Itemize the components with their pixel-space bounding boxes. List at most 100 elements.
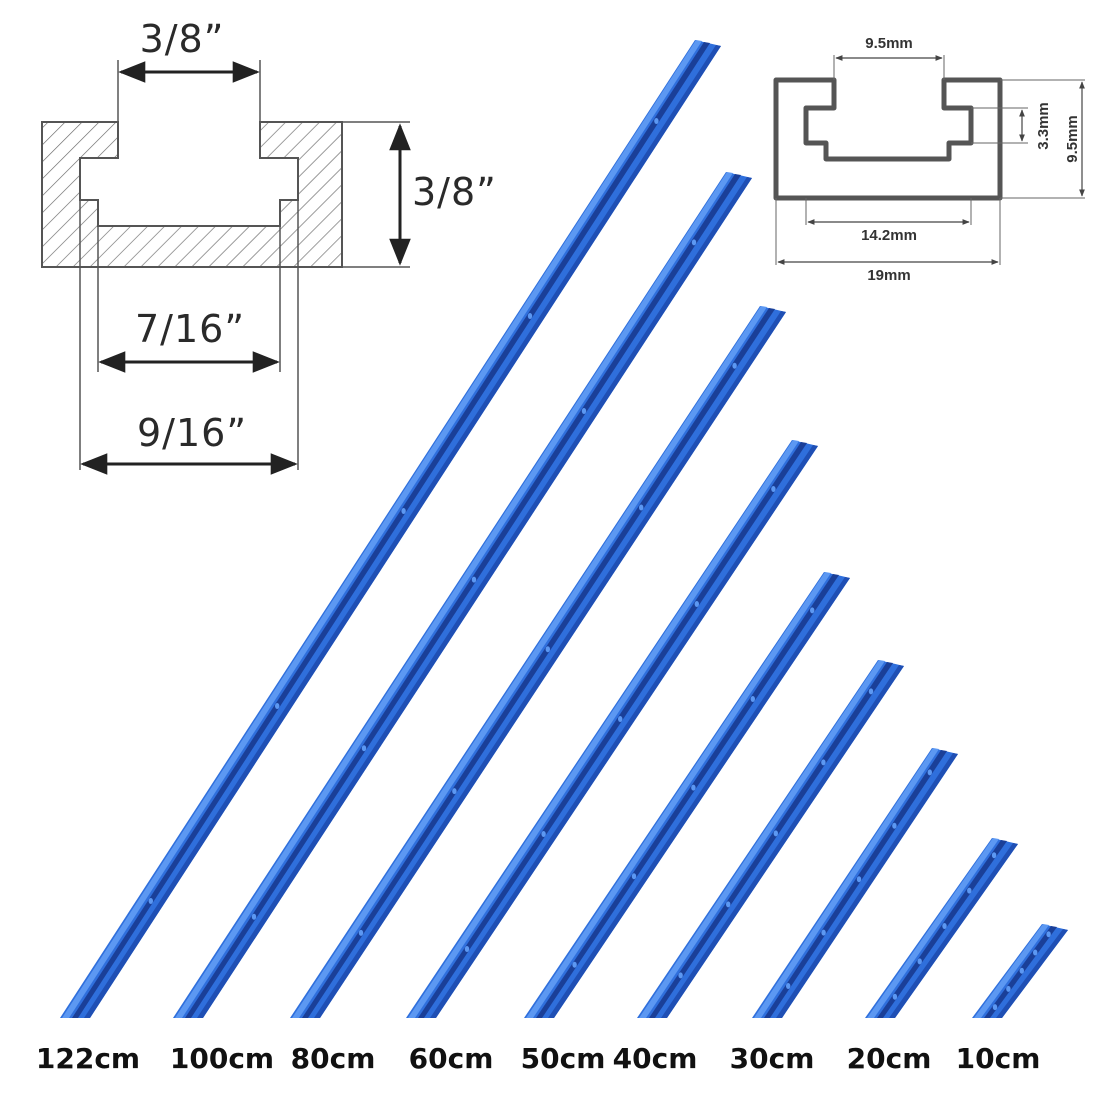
metric-outer-width-label: 19mm [867,267,910,284]
rail-hole [856,876,862,883]
dim-top-slot-label: 3/8” [140,17,225,61]
rail-groove [877,840,1007,1018]
rail-hole [527,313,533,319]
rail-hole [892,993,898,1000]
rail-highlight [292,306,767,1018]
rail-hole [786,983,791,989]
rail-hole [572,961,577,968]
rail-hole [639,504,644,511]
rail-highlight [62,40,702,1018]
rail-hole [726,901,731,908]
rail-hole [868,688,874,695]
rail-length-label: 80cm [291,1042,376,1075]
rail-hole [821,929,826,936]
rail-hole [545,646,550,653]
rail-edge [661,665,904,1018]
rail-edge [889,843,1018,1018]
rail-hole [750,696,755,702]
rail-edge [197,177,752,1018]
rail-hole [694,601,699,607]
dim-height-label: 3/8” [412,170,497,214]
rail-60cm [406,440,818,1018]
rails-group [60,40,1068,1018]
rail-122cm [60,40,721,1018]
rail-length-label: 60cm [409,1042,494,1075]
imperial-profile-section [41,121,343,268]
rail-hole [917,958,922,965]
dim-inner-width-label: 7/16” [135,307,245,351]
dim-outer-width-label: 9/16” [137,411,247,455]
rail-hole [618,716,623,722]
rail-hole [991,852,997,859]
rail-edge [776,753,958,1018]
rail-length-label: 30cm [730,1042,815,1075]
rail-hole [361,745,367,752]
rail-highlight [408,440,799,1018]
rail-hole [401,508,406,514]
rail-highlight [175,172,733,1018]
metric-profile-outline [773,77,1003,201]
rail-groove [764,750,947,1018]
rail-80cm [290,306,786,1018]
rail-30cm [752,748,958,1018]
metric-lip-height-label: 3.3mm [1035,102,1052,150]
rail-groove [418,442,807,1018]
rail-hole [821,759,826,766]
rail-hole [148,898,153,904]
rail-hole [581,408,587,414]
rail-hole [275,703,280,709]
rail-hole [691,784,696,791]
metric-height-label: 9.5mm [1064,115,1081,163]
rail-hole [892,822,897,829]
rail-50cm [524,572,850,1018]
rail-20cm [865,838,1018,1018]
rail-length-label: 50cm [521,1042,606,1075]
rail-highlight [754,748,939,1018]
metric-profile-diagram: 9.5mm 14.2mm 19mm 3.3mm 9.5mm [773,35,1085,284]
rail-highlight [867,838,999,1018]
rail-hole [452,788,457,795]
rail-hole [541,831,546,837]
rail-hole [1019,967,1024,974]
rail-hole [251,913,257,920]
rail-groove [649,662,893,1018]
rail-highlight [974,924,1049,1018]
rail-edge [996,929,1068,1018]
rail-groove [302,308,775,1018]
rail-hole [678,972,683,979]
rail-hole [967,887,972,894]
rail-length-label: 40cm [613,1042,698,1075]
rail-groove [185,174,741,1018]
rail-groove [72,42,710,1018]
rail-hole [464,946,470,952]
rail-length-label: 100cm [170,1042,274,1075]
rail-40cm [637,660,904,1018]
rail-hole [927,769,932,776]
rail-hole [773,830,778,837]
rail-length-label: 20cm [847,1042,932,1075]
rail-hole [358,929,364,936]
rail-100cm [173,172,752,1018]
imperial-profile-diagram: 3/8” 3/8” 7/16” 9/16” [41,17,497,475]
rail-hole [771,486,776,492]
rail-length-label: 122cm [36,1042,140,1075]
metric-inner-width-label: 14.2mm [861,227,917,244]
rail-hole [1033,949,1038,956]
rail-hole [810,607,815,614]
rail-hole [654,118,659,124]
rail-hole [1006,985,1011,992]
rail-hole [992,1004,998,1011]
rail-hole [1046,931,1051,938]
metric-top-slot-label: 9.5mm [865,35,913,52]
rail-hole [471,576,477,583]
rail-groove [536,574,839,1018]
rail-highlight [639,660,885,1018]
rail-edge [548,577,850,1018]
rail-length-label: 10cm [956,1042,1041,1075]
rail-hole [732,362,737,369]
rail-highlight [526,572,831,1018]
rail-hole [631,873,637,880]
